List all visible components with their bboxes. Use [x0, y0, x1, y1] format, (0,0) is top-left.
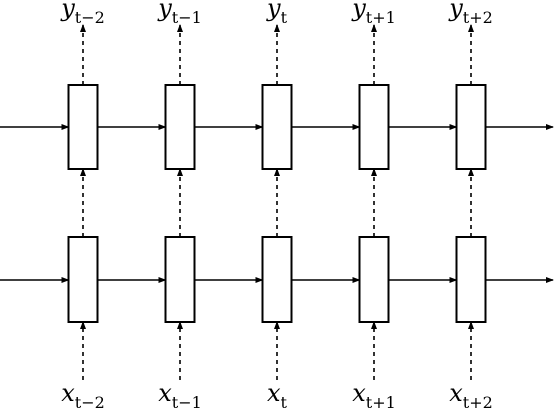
- input-label-0-subscript: t−2: [75, 393, 105, 410]
- output-label-4-subscript: t+2: [463, 8, 493, 27]
- lower-cell-0: [67, 236, 99, 323]
- upper-cell-0: [67, 84, 99, 170]
- edges-group: [0, 24, 554, 380]
- lower-cell-1: [164, 236, 196, 323]
- upper-cell-3: [358, 84, 390, 170]
- input-label-1: xt−1: [158, 379, 202, 410]
- output-label-1: yt−1: [157, 0, 202, 27]
- output-label-1-subscript: t−1: [172, 8, 202, 27]
- output-label-0-symbol: y: [60, 0, 75, 22]
- output-label-4-symbol: y: [448, 0, 463, 22]
- output-label-0: yt−2: [60, 0, 105, 27]
- input-label-3: xt+1: [352, 379, 396, 410]
- input-label-4-subscript: t+2: [463, 393, 493, 410]
- output-label-3-subscript: t+1: [366, 8, 396, 27]
- input-label-1-symbol: x: [158, 379, 172, 407]
- output-label-4: yt+2: [448, 0, 493, 27]
- input-label-0-symbol: x: [61, 379, 75, 407]
- output-label-1-symbol: y: [157, 0, 172, 22]
- cells-group: [67, 84, 487, 323]
- output-label-3: yt+1: [351, 0, 396, 27]
- input-label-2-subscript: t: [281, 393, 288, 410]
- lower-cell-4: [455, 236, 487, 323]
- input-label-4-symbol: x: [449, 379, 463, 407]
- output-label-2-subscript: t: [281, 8, 288, 27]
- output-label-0-subscript: t−2: [75, 8, 105, 27]
- input-label-0: xt−2: [61, 379, 105, 410]
- input-label-2: xt: [267, 379, 288, 410]
- input-label-4: xt+2: [449, 379, 493, 410]
- lower-cell-2: [261, 236, 293, 323]
- lower-cell-3: [358, 236, 390, 323]
- upper-cell-1: [164, 84, 196, 170]
- upper-cell-4: [455, 84, 487, 170]
- output-label-3-symbol: y: [351, 0, 366, 22]
- upper-cell-2: [261, 84, 293, 170]
- output-label-2: yt: [266, 0, 288, 27]
- output-label-2-symbol: y: [266, 0, 281, 22]
- input-label-1-subscript: t−1: [172, 393, 202, 410]
- input-label-2-symbol: x: [267, 379, 281, 407]
- input-label-3-subscript: t+1: [366, 393, 396, 410]
- input-label-3-symbol: x: [352, 379, 366, 407]
